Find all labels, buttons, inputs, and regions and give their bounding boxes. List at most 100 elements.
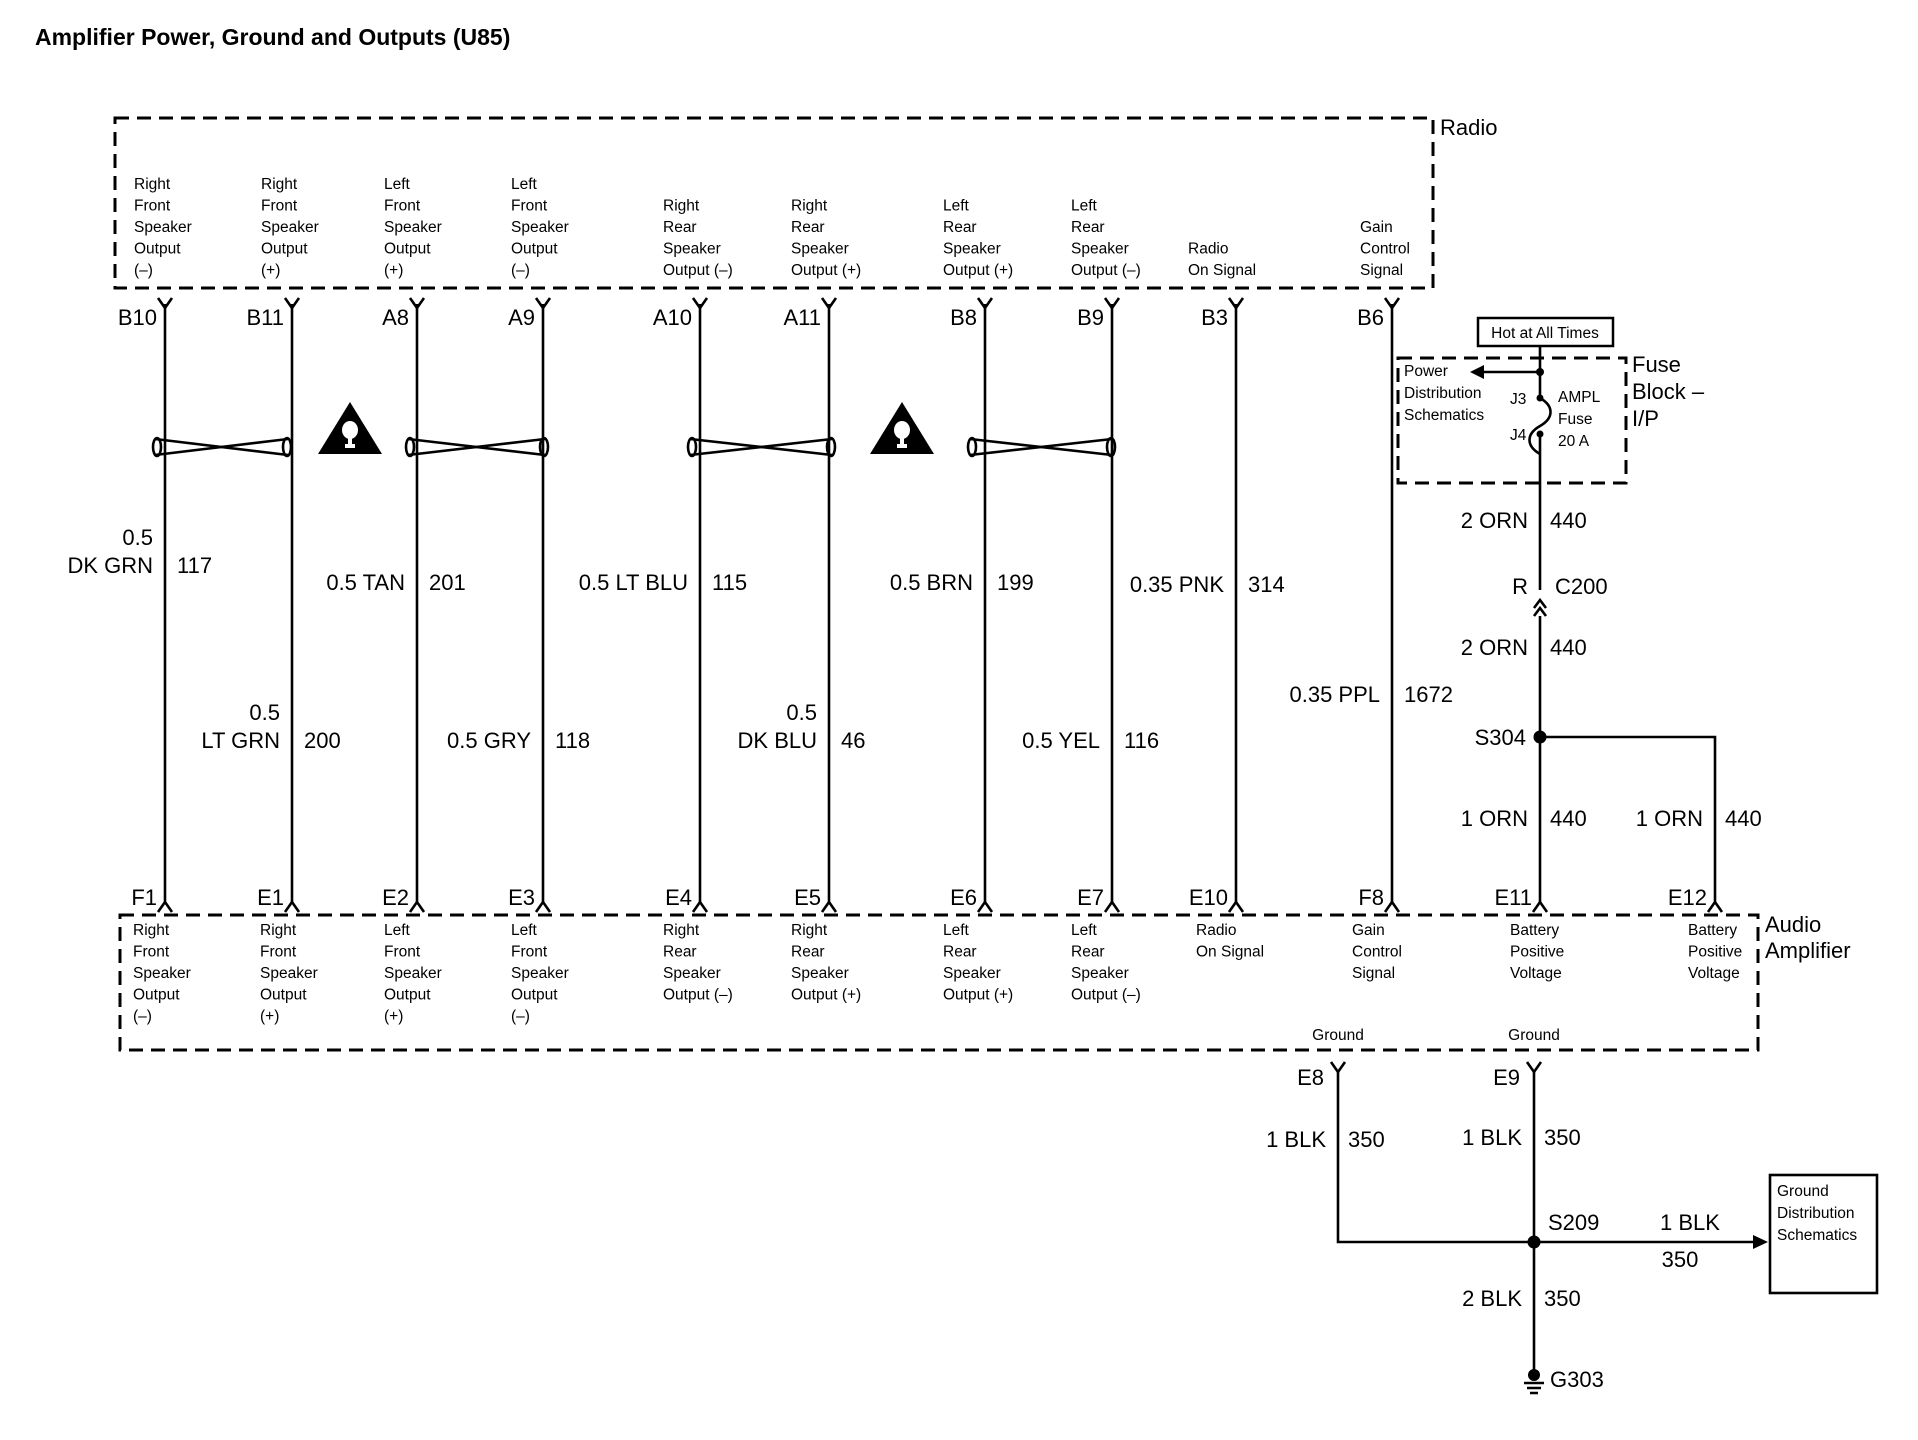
svg-text:1 BLK: 1 BLK	[1660, 1210, 1720, 1235]
twisted-pair-rear-right	[686, 436, 837, 458]
wire-circuit-label: 116	[1124, 728, 1159, 753]
warning-icon	[870, 402, 934, 454]
amplifier-pin-e10: E10	[1189, 885, 1228, 910]
svg-text:350: 350	[1544, 1286, 1581, 1311]
wire-circuit-label: 115	[712, 570, 747, 595]
amplifier-pin-e7: E7	[1077, 885, 1104, 910]
warning-icon	[318, 402, 382, 454]
amplifier-pin-e5: E5	[794, 885, 821, 910]
wire-size-label: 0.5	[786, 700, 817, 725]
radio-pin-b11: B11	[246, 305, 284, 330]
ground-distribution-ref-box	[1768, 1173, 1879, 1295]
radio-pin-b3: B3	[1201, 305, 1228, 330]
radio-pin-a9: A9	[508, 305, 535, 330]
wire-size-label: 0.5 YEL	[1022, 728, 1100, 753]
svg-text:440: 440	[1550, 806, 1587, 831]
page-title: Amplifier Power, Ground and Outputs (U85…	[35, 24, 510, 50]
wire-size-label: 0.5 LT BLU	[579, 570, 688, 595]
wire-circuit-label: 46	[841, 728, 865, 753]
connector-terminal-icon	[1706, 899, 1724, 913]
amplifier-pin-e4: E4	[665, 885, 692, 910]
svg-text:1 ORN: 1 ORN	[1636, 806, 1703, 831]
ground-wire-e8	[1336, 1070, 1534, 1244]
ground-label-e8: Ground	[1312, 1027, 1364, 1044]
radio-pin-b9: B9	[1077, 305, 1104, 330]
amplifier-pin-f8: F8	[1358, 885, 1384, 910]
radio-pin-b8: B8	[950, 305, 977, 330]
ground-symbol-icon	[1524, 1369, 1544, 1395]
ground-label-e9: Ground	[1508, 1027, 1560, 1044]
power-distribution-ref: Power Distribution Schematics	[1404, 363, 1486, 424]
splice-s209-label: S209	[1548, 1210, 1599, 1235]
wire-size-label: 0.35 PNK	[1130, 572, 1224, 597]
radio-label: Radio	[1440, 115, 1497, 140]
ampl-fuse-label: AMPL Fuse 20 A	[1558, 389, 1604, 450]
wire-circuit-label: 118	[555, 728, 590, 753]
radio-pin-a11: A11	[783, 305, 821, 330]
ground-distribution-ref: Ground Distribution Schematics	[1777, 1183, 1859, 1244]
amplifier-pin-e3: E3	[508, 885, 535, 910]
hot-at-all-times-label: Hot at All Times	[1491, 325, 1599, 342]
svg-text:1 ORN: 1 ORN	[1461, 806, 1528, 831]
wire-circuit-label: 314	[1248, 572, 1285, 597]
connector-terminal-icon	[1531, 899, 1549, 913]
svg-text:1 BLK: 1 BLK	[1462, 1125, 1522, 1150]
radio-pin-b10: B10	[118, 305, 157, 330]
twisted-pair-front-right	[151, 436, 293, 458]
splice-s209	[1527, 1235, 1541, 1249]
connector-pin-r: R	[1512, 574, 1528, 599]
amplifier-pin-f1: F1	[131, 885, 157, 910]
hot-at-all-times-box	[1476, 316, 1615, 348]
svg-text:2 ORN: 2 ORN	[1461, 635, 1528, 660]
fuse-pin-j4: J4	[1510, 427, 1527, 444]
amplifier-pin-e12: E12	[1668, 885, 1707, 910]
svg-text:2 ORN: 2 ORN	[1461, 508, 1528, 533]
svg-text:440: 440	[1725, 806, 1762, 831]
wire-size-label: DK BLU	[738, 728, 817, 753]
wire-size-label: 0.35 PPL	[1289, 682, 1380, 707]
audio-amplifier-box	[118, 913, 1760, 1052]
svg-text:350: 350	[1544, 1125, 1581, 1150]
twisted-pair-rear-left	[966, 436, 1117, 458]
radio-pin-a10: A10	[653, 305, 692, 330]
svg-text:350: 350	[1662, 1247, 1699, 1272]
splice-s304-label: S304	[1475, 725, 1526, 750]
wire-size-label: 0.5 TAN	[326, 570, 405, 595]
fuse-block-label: Fuse Block – I/P	[1632, 352, 1710, 431]
amplifier-pin-e11: E11	[1494, 885, 1532, 910]
amplifier-pin-e1: E1	[257, 885, 284, 910]
wire-size-label: DK GRN	[67, 553, 153, 578]
svg-text:440: 440	[1550, 635, 1587, 660]
wire-circuit-label: 201	[429, 570, 466, 595]
amplifier-pin-e2: E2	[382, 885, 409, 910]
radio-pin-a8: A8	[382, 305, 409, 330]
connector-c200: C200	[1555, 574, 1608, 599]
wire-size-label: 0.5	[249, 700, 280, 725]
wire-size-label: 0.5 GRY	[447, 728, 531, 753]
wire-circuit-label: 117	[177, 553, 212, 578]
wire-circuit-label: 200	[304, 728, 341, 753]
